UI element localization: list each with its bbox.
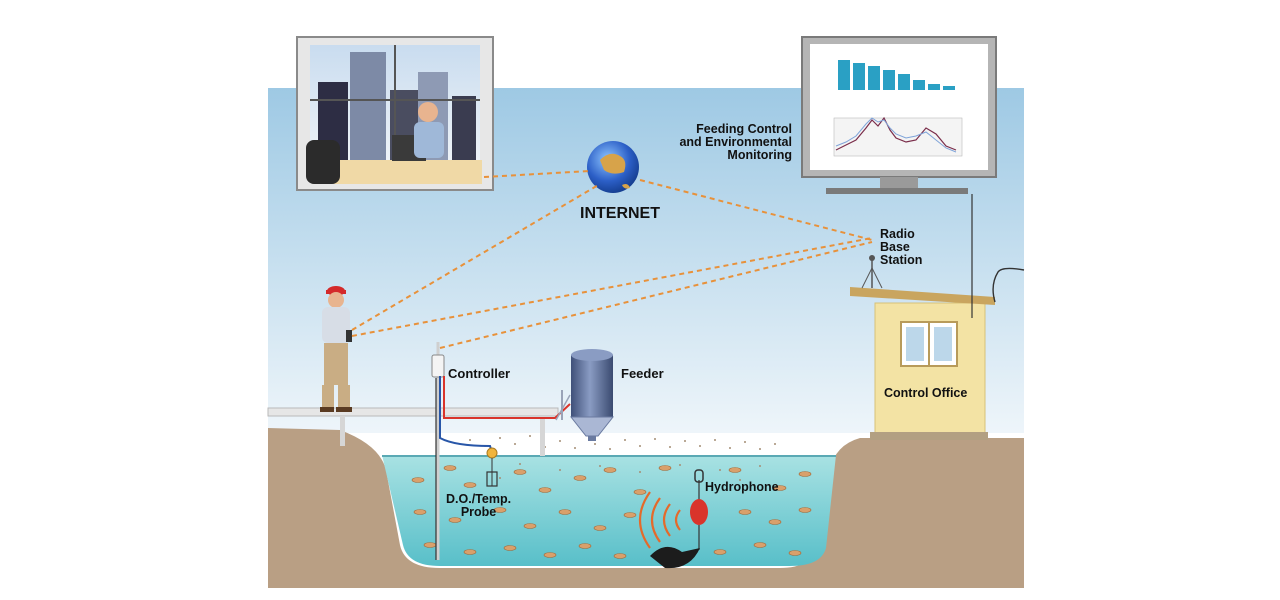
shrimp	[443, 465, 457, 471]
shrimp	[753, 542, 767, 548]
shrimp	[503, 545, 517, 551]
farmer-figure	[320, 286, 352, 412]
hydrophone-label: Hydrophone	[705, 480, 779, 494]
pond-ground	[268, 428, 1024, 588]
bar-chart-icon	[838, 60, 955, 90]
link-internet-to-base	[639, 179, 873, 241]
probe-cable	[439, 376, 493, 453]
radio-base-station-label: Radio Base Station	[880, 227, 923, 268]
feeder-silo	[555, 349, 615, 441]
monitoring-display	[801, 36, 997, 194]
shrimp-group	[411, 465, 812, 559]
network-links	[351, 170, 873, 349]
control-office-building	[850, 287, 995, 440]
shrimp	[513, 469, 527, 475]
feeder-label: Feeder	[621, 366, 664, 381]
shrimp	[658, 465, 672, 471]
handheld-device-icon	[346, 330, 352, 342]
feeding-control-label: Feeding Control and Environmental Monito…	[679, 122, 792, 163]
shrimp	[773, 485, 787, 491]
shrimp	[603, 467, 617, 473]
shrimp	[411, 477, 425, 483]
anchor-weight	[650, 546, 700, 569]
shrimp	[558, 509, 572, 515]
shrimp	[713, 549, 727, 555]
shrimp	[613, 553, 627, 559]
shrimp	[463, 549, 477, 555]
power-line	[992, 267, 1025, 303]
shrimp	[578, 543, 592, 549]
controller-unit	[431, 342, 571, 560]
shrimp	[523, 523, 537, 529]
shrimp	[493, 507, 507, 513]
shrimp	[538, 487, 552, 493]
do-temp-probe	[486, 447, 498, 487]
probe-label: D.O./Temp. Probe	[446, 492, 512, 520]
hydrophone-signal	[639, 491, 681, 549]
controller-label: Controller	[448, 366, 511, 381]
shrimp	[798, 471, 812, 477]
shrimp	[423, 542, 437, 548]
shrimp	[448, 517, 462, 523]
shrimp	[543, 552, 557, 558]
shrimp	[798, 507, 812, 513]
pond-water	[382, 455, 836, 566]
shrimp	[788, 550, 802, 556]
link-farmer-to-internet	[351, 183, 601, 331]
shrimp	[463, 482, 477, 488]
shrimp	[413, 509, 427, 515]
shrimp	[633, 489, 647, 495]
shrimp	[728, 467, 742, 473]
remote-office-picture	[296, 36, 494, 191]
shrimp	[768, 519, 782, 525]
radio-antenna	[861, 255, 883, 289]
link-controller-to-base	[439, 241, 873, 349]
hydrophone	[650, 469, 708, 569]
shrimp	[573, 475, 587, 481]
control-office-label: Control Office	[884, 386, 968, 400]
internet-globe-icon	[587, 141, 639, 193]
shrimp	[623, 512, 637, 518]
line-chart-icon	[835, 116, 957, 151]
internet-label: INTERNET	[580, 205, 660, 222]
shrimp	[738, 509, 752, 515]
feed-pellets	[469, 435, 776, 481]
deck-walkway	[267, 407, 559, 456]
link-farmer-to-base	[351, 237, 873, 337]
shrimp	[593, 525, 607, 531]
